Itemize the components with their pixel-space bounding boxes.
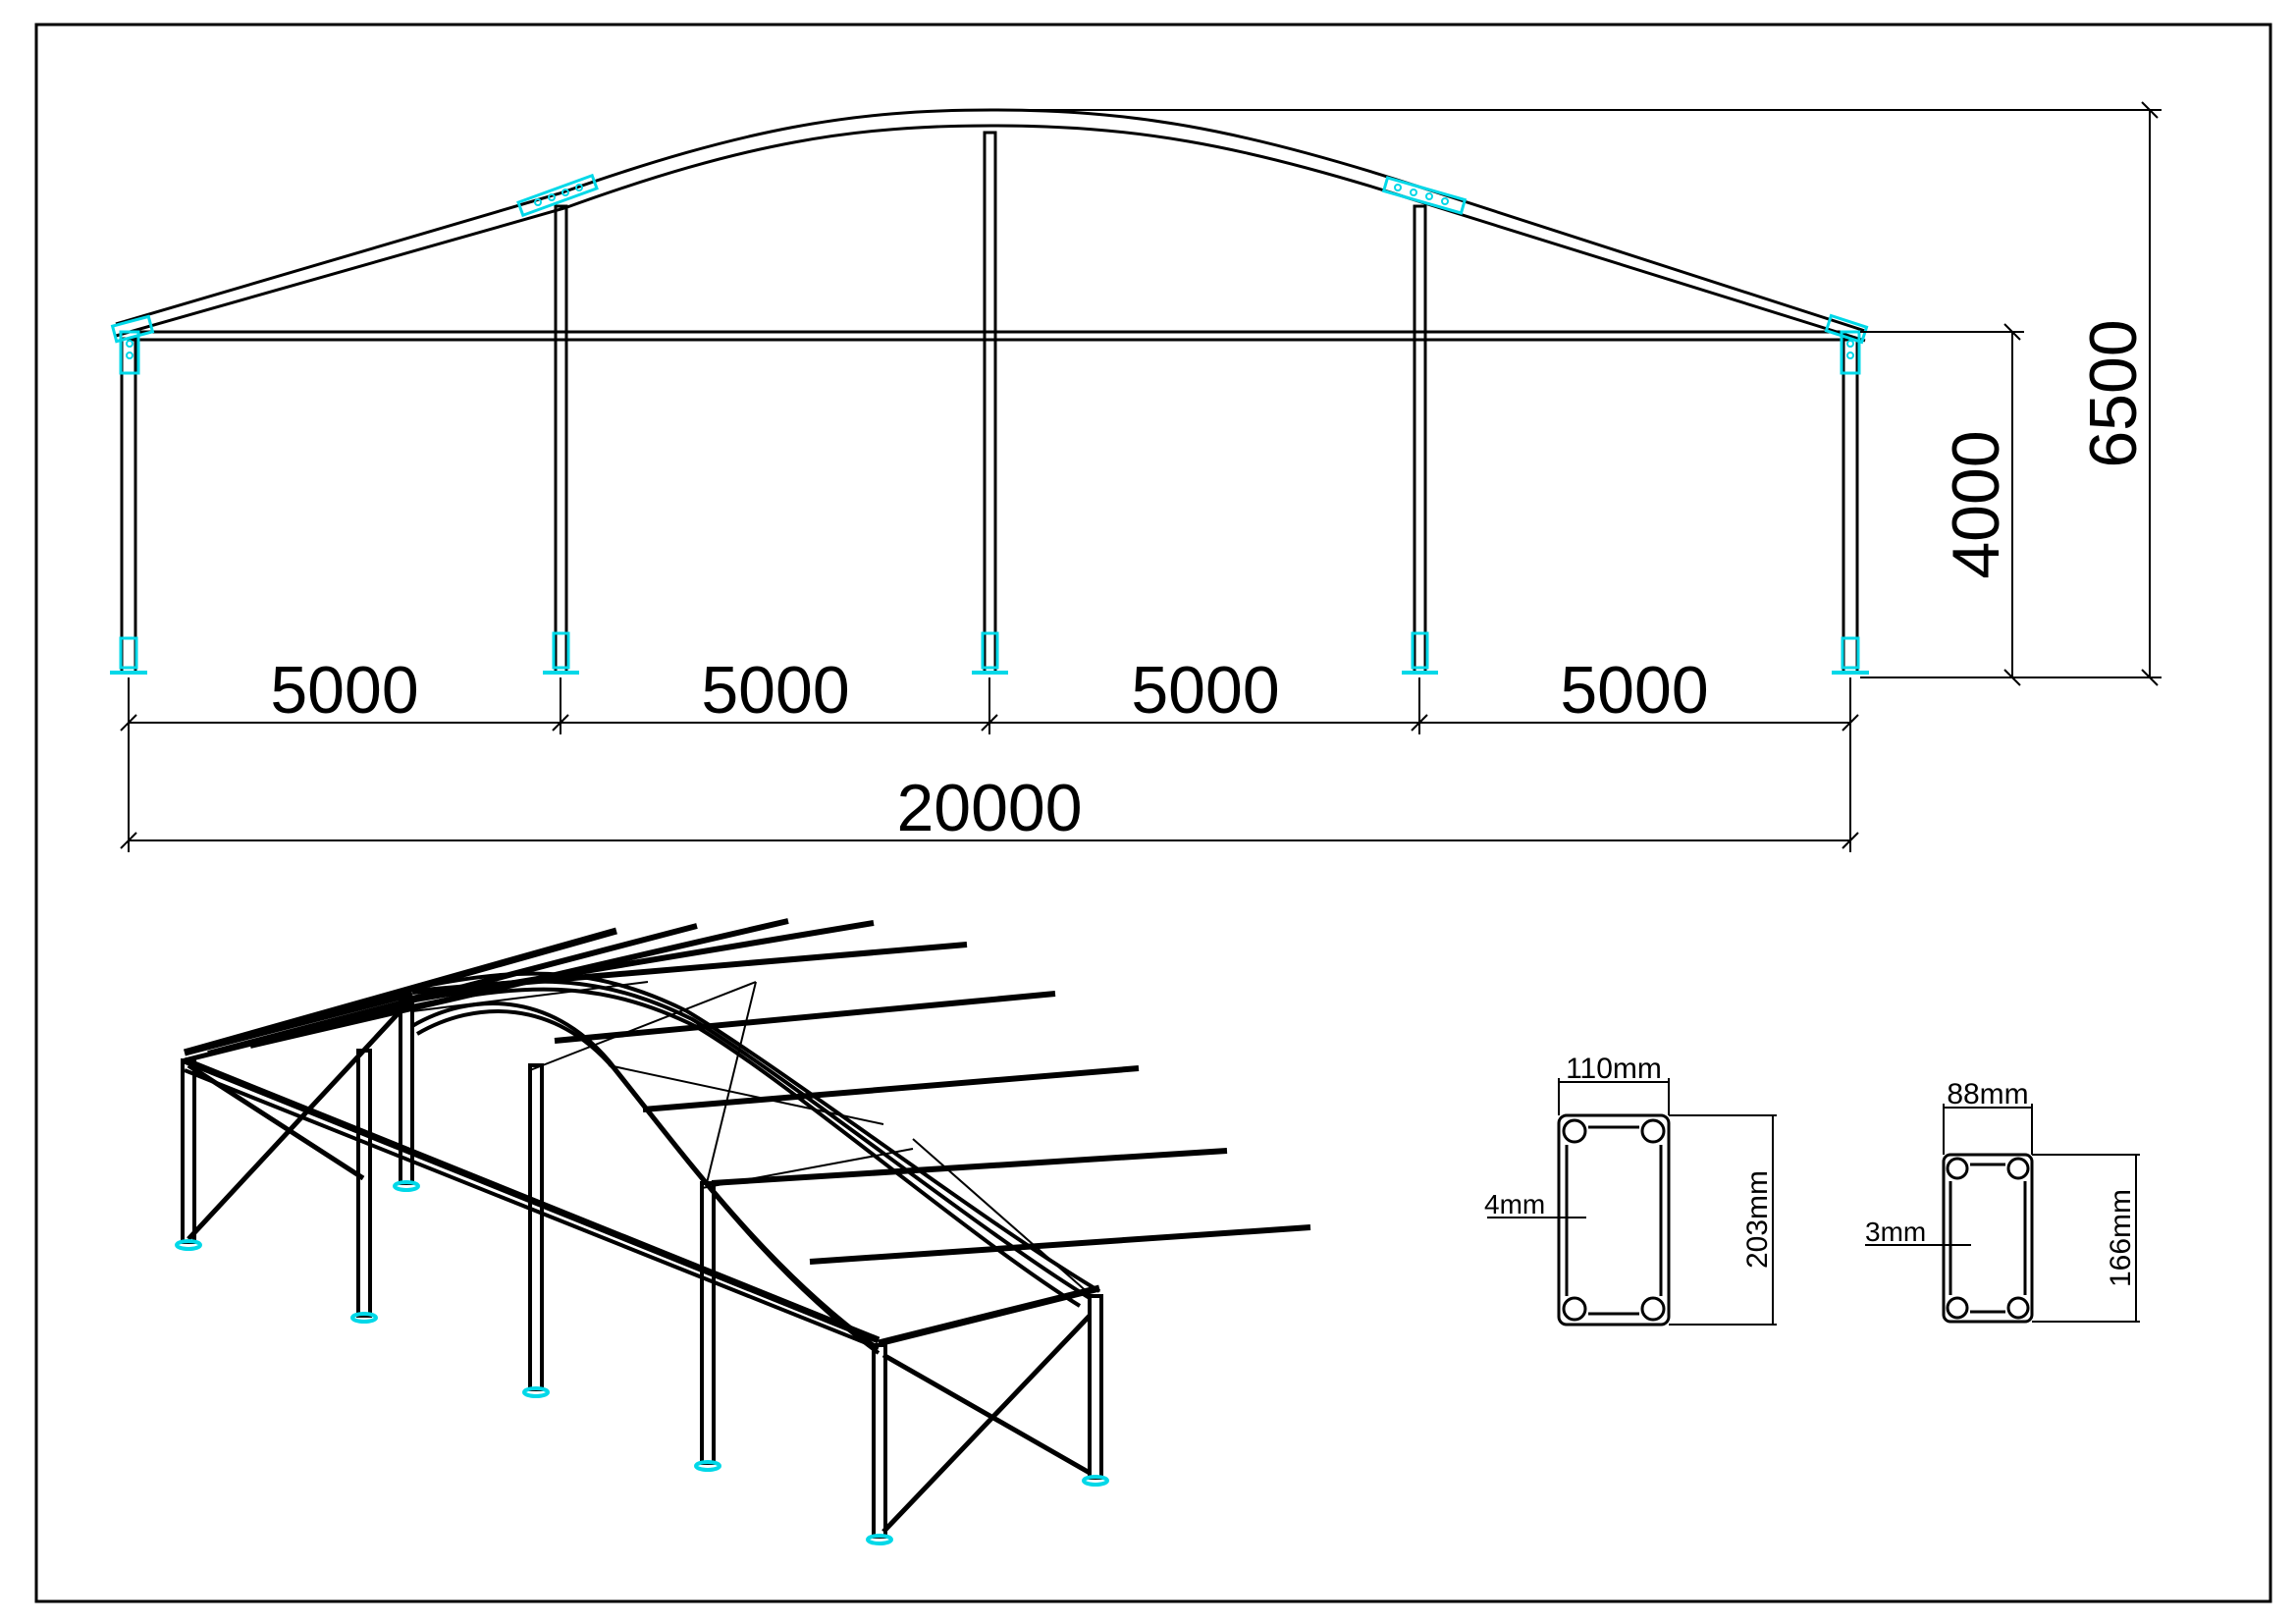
base-foot <box>393 1180 420 1192</box>
column <box>399 1000 414 1185</box>
roof-tie <box>912 1138 1091 1295</box>
profile-section-large: 110mm 4mm 203mm <box>1484 1053 1777 1326</box>
column <box>181 1058 196 1244</box>
front-elevation: 5000 5000 5000 5000 20000 4000 <box>110 101 2162 852</box>
interior-column-3 <box>1413 204 1427 675</box>
profile-1-height-label: 203mm <box>1741 1170 1774 1269</box>
side-column-right <box>1842 337 1859 675</box>
side-column-left <box>120 337 137 675</box>
perspective-view <box>175 918 1311 1545</box>
arch-joint-plate-right <box>1381 176 1468 215</box>
column <box>1088 1294 1103 1480</box>
sheet-border <box>34 23 2272 1603</box>
arch <box>415 1009 881 1355</box>
gable-rafter <box>184 990 413 1056</box>
bay-dimension-line <box>120 677 1859 734</box>
ridge-height-label: 6500 <box>2076 319 2151 467</box>
gable-brace <box>881 1352 1092 1476</box>
base-foot <box>522 1386 550 1398</box>
arch <box>397 971 1101 1293</box>
profile-1-width-label: 110mm <box>1566 1053 1662 1085</box>
gable-beam <box>878 1284 1100 1347</box>
side-height-dimension-line <box>1860 323 2024 686</box>
profile-2-height-label: 166mm <box>2105 1189 2137 1287</box>
base-foot <box>694 1460 721 1472</box>
bay-dimension-label-4: 5000 <box>1560 653 1708 728</box>
roof-tie <box>529 981 757 1071</box>
profile-section-small: 88mm 3mm 166mm <box>1865 1078 2140 1324</box>
total-width-label: 20000 <box>896 771 1082 845</box>
roof-tie <box>608 1064 884 1125</box>
column <box>872 1343 887 1539</box>
roof-tie <box>411 981 649 1012</box>
profile-outline <box>1557 1113 1671 1326</box>
bay-dimension-label-3: 5000 <box>1131 653 1279 728</box>
base-plates <box>110 631 1869 675</box>
roof-arch-outer <box>115 108 1866 333</box>
center-column <box>983 131 997 675</box>
base-plate <box>1832 636 1869 675</box>
total-width-dimension-line <box>120 727 1859 852</box>
base-plate <box>110 636 147 675</box>
purlin <box>554 991 1056 1044</box>
base-foot <box>866 1534 893 1545</box>
base-plate <box>972 631 1008 675</box>
end-brace <box>187 1001 409 1241</box>
side-height-label: 4000 <box>1939 430 2013 578</box>
purlin <box>711 1148 1228 1186</box>
roof-tie <box>706 981 757 1184</box>
corner-fitting-right <box>1824 313 1869 375</box>
ridge-height-dimension-line <box>991 101 2162 686</box>
base-plate <box>543 631 579 675</box>
end-brace <box>187 1062 365 1181</box>
profile-2-wall-label: 3mm <box>1865 1217 1926 1247</box>
interior-column-1 <box>554 204 568 675</box>
column <box>700 1181 716 1465</box>
arch <box>410 1001 876 1347</box>
column <box>356 1049 372 1318</box>
base-foot <box>350 1312 378 1324</box>
arch-joint-plate-left <box>516 173 599 218</box>
arch <box>401 979 1092 1300</box>
profile-outline <box>1942 1153 2034 1324</box>
purlin <box>809 1224 1311 1265</box>
corner-fitting-left <box>110 314 155 375</box>
profile-2-width-label: 88mm <box>1947 1078 2028 1110</box>
base-foot <box>175 1239 202 1251</box>
base-plate <box>1402 631 1438 675</box>
roof-arch-inner <box>115 124 1866 343</box>
bay-dimension-label-2: 5000 <box>701 653 849 728</box>
gable-rafter <box>184 1001 413 1063</box>
arch <box>406 987 1082 1308</box>
gable-brace <box>881 1314 1092 1534</box>
column <box>528 1063 544 1391</box>
bay-dimension-label-1: 5000 <box>270 653 418 728</box>
roof-tie <box>701 1148 914 1189</box>
base-foot <box>1082 1475 1109 1487</box>
profile-1-wall-label: 4mm <box>1484 1189 1545 1219</box>
